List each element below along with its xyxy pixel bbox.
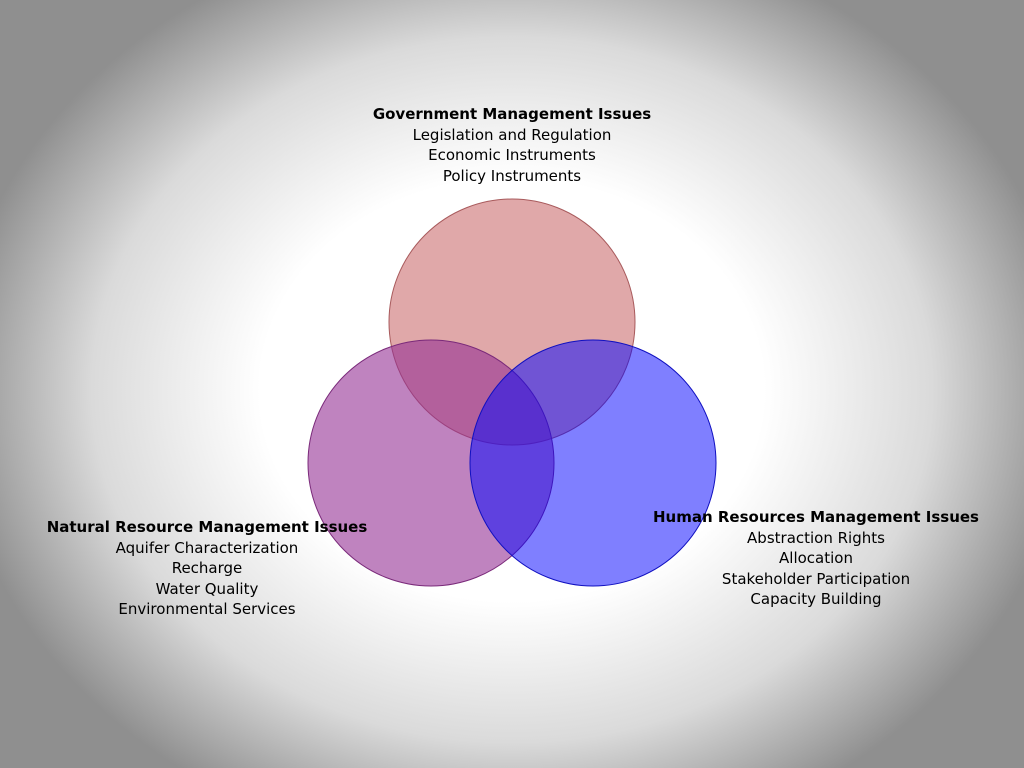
government-issues-title: Government Management Issues	[372, 105, 652, 123]
human-resources-issue-item: Capacity Building	[750, 590, 882, 608]
natural-resource-issues-title: Natural Resource Management Issues	[46, 518, 368, 536]
human-resources-issue-item: Abstraction Rights	[747, 528, 885, 547]
human-resources-issues-title: Human Resources Management Issues	[653, 508, 979, 526]
human-resources-issue-item: Stakeholder Participation	[721, 569, 911, 588]
natural-resource-issue-item: Water Quality	[155, 579, 259, 598]
government-issues-label: Government Management Issues Legislation…	[312, 104, 712, 186]
government-issue-item: Policy Instruments	[442, 166, 582, 185]
human-resources-circle	[469, 339, 717, 587]
natural-resource-issue-item: Aquifer Characterization	[115, 538, 299, 557]
government-issue-item: Economic Instruments	[428, 146, 596, 164]
natural-resource-issue-item: Recharge	[171, 559, 243, 577]
human-resources-issue-item: Allocation	[779, 549, 853, 567]
natural-resource-issues-label: Natural Resource Management Issues Aquif…	[7, 517, 407, 620]
government-issue-item: Legislation and Regulation	[412, 125, 612, 144]
natural-resource-issue-item: Environmental Services	[118, 600, 296, 618]
human-resources-issues-label: Human Resources Management Issues Abstra…	[616, 507, 1016, 610]
